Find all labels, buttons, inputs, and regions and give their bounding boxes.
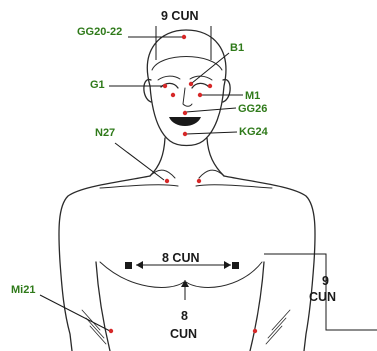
left-brow [158,76,180,80]
right-brow [190,76,212,80]
left-nipple-marker [125,262,132,269]
nose [183,88,192,106]
collarbone-right [196,185,272,188]
point-b1 [189,82,193,86]
collarbone-left [100,185,178,188]
neck-shading [150,170,224,178]
vertical-a-number: 8 [181,309,188,323]
right-nipple-marker [232,262,239,269]
g1-label: G1 [90,79,105,91]
b1-label: B1 [230,42,244,54]
chest-arrow-right-head [224,261,231,269]
point-mi21-right [253,329,257,333]
right-arm-shading [266,310,290,344]
point-n27-left [165,179,169,183]
chest-width-label: 8 CUN [162,251,200,265]
gg26-leader [186,108,236,112]
mouth [169,117,201,126]
point-gg26 [183,111,187,115]
gg26-label: GG26 [238,103,267,115]
gg20-label: GG20-22 [77,26,122,38]
point-kg24 [183,132,187,136]
point-m1-right [198,93,202,97]
points [109,35,257,333]
point-mi21-left [109,329,113,333]
m1-label: M1 [245,90,260,102]
n27-label: N27 [95,127,115,139]
right-armpit [250,262,264,351]
mi21-leader [40,295,110,331]
right-eye [192,83,209,88]
head-width-label: 9 CUN [161,9,199,23]
left-armpit [96,262,110,351]
vertical-a-unit: CUN [170,327,197,341]
chest-arrow-left-head [136,261,143,269]
point-m1-left [171,93,175,97]
point-g1-left [163,84,167,88]
point-g1-right [208,84,212,88]
point-gg20 [182,35,186,39]
vertical-b-number: 9 [322,274,329,288]
head-outline [147,30,226,146]
point-n27-right [197,179,201,183]
n27-leader [115,143,164,180]
mi21-label: Mi21 [11,284,35,296]
kg24-label: KG24 [239,126,269,138]
vertical-b-unit: CUN [309,290,336,304]
